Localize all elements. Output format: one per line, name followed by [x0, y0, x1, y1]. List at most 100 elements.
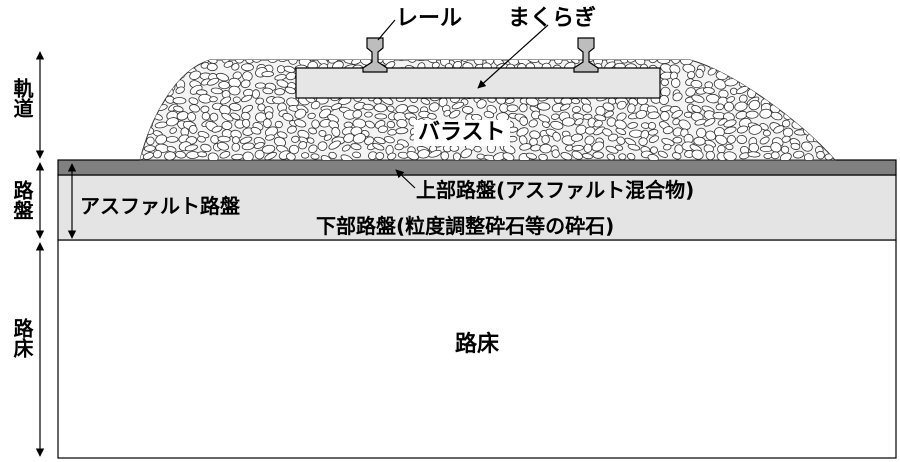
ballast-stone [428, 102, 440, 112]
ballast-stone [374, 136, 386, 144]
ballast-stone [262, 118, 272, 129]
ballast-stone [815, 64, 824, 74]
ballast-stone [791, 65, 800, 73]
ballast-stone [157, 64, 166, 74]
ballast-stone [773, 62, 785, 72]
ballast-stone [726, 135, 736, 144]
ballast-stone [211, 125, 223, 133]
ballast-stone [157, 70, 167, 80]
ballast-stone [574, 118, 584, 126]
ballast-stone [387, 152, 397, 160]
ballast-stone [241, 104, 254, 114]
ballast-stone [261, 71, 275, 78]
ballast-stone [833, 136, 835, 145]
ballast-stone [837, 146, 849, 156]
ballast-stone [200, 143, 212, 153]
ballast-stone [690, 80, 703, 89]
ballast-stone [127, 135, 140, 146]
ballast-stone [176, 71, 185, 79]
ballast-stone [152, 149, 162, 159]
ballast-stone [824, 153, 834, 160]
ballast-stone [516, 127, 529, 137]
ballast-stone [129, 88, 139, 98]
ballast-stone [814, 60, 826, 62]
ballast-stone [672, 92, 683, 102]
ballast-stone [188, 125, 198, 134]
ballast-stone [650, 146, 658, 154]
ballast-stone [723, 101, 735, 112]
ballast-stone [734, 101, 748, 112]
ballast-stone [781, 79, 793, 87]
ballast-stone [461, 60, 470, 62]
ballast-stone [317, 141, 328, 151]
ballast-stone [310, 153, 320, 160]
ballast-stone [140, 102, 142, 113]
ballast-stone [539, 143, 552, 154]
lower-roadbed-layer [57, 174, 897, 241]
ballast-stone [165, 136, 179, 143]
ballast-stone [307, 112, 316, 120]
ballast-stone [476, 153, 485, 160]
ballast-stone [794, 79, 803, 88]
ballast-stone [536, 102, 551, 111]
ballast-stone [282, 112, 294, 122]
ballast-stone [705, 150, 715, 160]
ballast-stone [255, 82, 266, 89]
ballast-stone [657, 150, 668, 158]
ballast-stone [377, 125, 388, 134]
ballast-stone [736, 65, 748, 73]
ballast-stone [188, 97, 199, 105]
ballast-stone [758, 88, 768, 95]
ballast-stone [140, 144, 145, 152]
ballast-stone [738, 94, 748, 103]
ballast-stone [736, 134, 748, 145]
ballast-stone [537, 114, 551, 123]
ballast-stone [427, 113, 437, 120]
ballast-stone [694, 118, 707, 126]
ballast-stone [691, 105, 702, 114]
ballast-stone [626, 153, 636, 160]
ballast-stone [309, 60, 319, 61]
ballast-stone [283, 65, 296, 73]
ballast-stone [306, 137, 315, 144]
ballast-stone [232, 96, 241, 104]
ballast-stone [506, 104, 519, 112]
ballast-stone [173, 105, 184, 113]
ballast-stone [207, 152, 219, 160]
ballast-stone [615, 144, 624, 151]
ballast-stone [607, 133, 619, 142]
ballast-stone [420, 98, 431, 105]
ballast-stone [187, 60, 197, 66]
ballast-stone [386, 120, 396, 129]
ballast-stone [351, 60, 364, 65]
ballast-stone [519, 116, 529, 126]
ballast-stone [451, 101, 465, 110]
ballast-stone [658, 94, 669, 105]
ballast-stone [330, 103, 343, 111]
subgrade-side-label: 路床 [10, 318, 34, 358]
ballast-stone [715, 103, 725, 111]
ballast-stone [671, 152, 682, 160]
ballast-stone [294, 108, 307, 119]
ballast-stone [778, 98, 791, 107]
ballast-stone [616, 100, 627, 110]
ballast-stone [140, 127, 146, 135]
ballast-stone [551, 149, 560, 158]
ballast-stone [310, 100, 321, 110]
ballast-stone [552, 131, 561, 142]
ballast-stone [375, 152, 385, 160]
ballast-stone [816, 112, 826, 121]
ballast-stone [678, 119, 691, 130]
ballast-stone [695, 68, 704, 79]
ballast-stone [374, 113, 388, 120]
ballast-stone [748, 99, 761, 111]
ballast-stone [627, 103, 636, 114]
sleeper-label: まくらぎ [508, 6, 597, 31]
ballast-stone [172, 97, 187, 105]
ballast-stone [691, 149, 704, 160]
lower-roadbed-label: 下部路盤(粒度調整砕石等の砕石) [316, 214, 615, 238]
ballast-stone [264, 151, 277, 160]
ballast-stone [140, 111, 153, 122]
ballast-stone [672, 118, 681, 126]
